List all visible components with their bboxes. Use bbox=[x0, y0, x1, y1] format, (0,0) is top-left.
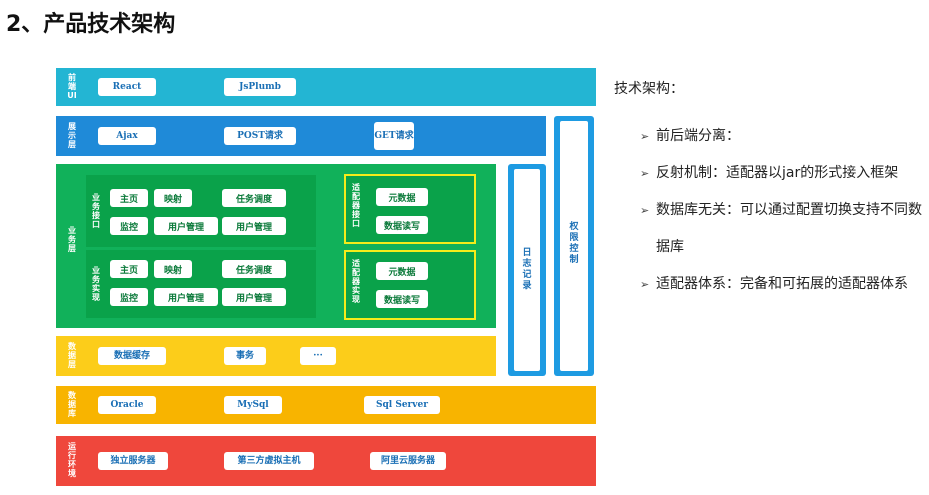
frontend-layer: 前端UI React JsPlumb bbox=[56, 68, 596, 106]
adapter-impl-block: 适配器实现 元数据 数据读写 bbox=[344, 250, 476, 320]
interface-home-chip: 主页 bbox=[110, 189, 148, 207]
post-request-chip: POST请求 bbox=[224, 127, 296, 145]
oracle-chip: Oracle bbox=[98, 396, 156, 414]
adapter-interface-label: 适配器接口 bbox=[352, 183, 360, 228]
mysql-chip: MySql bbox=[224, 396, 282, 414]
impl-mapping-chip: 映射 bbox=[154, 260, 192, 278]
bullet-text: 反射机制：适配器以jar的形式接入框架 bbox=[656, 165, 899, 181]
adapter-impl-metadata-chip: 元数据 bbox=[376, 262, 428, 280]
interface-user-mgmt-chip: 用户管理 bbox=[154, 217, 218, 235]
get-request-chip: GET请求 bbox=[374, 122, 414, 150]
bullet-item: ➢ 数据库无关：可以通过配置切换支持不同数据库 bbox=[640, 192, 925, 266]
log-column: 日志记录 bbox=[508, 164, 546, 376]
impl-user-mgmt-chip: 用户管理 bbox=[154, 288, 218, 306]
business-interface-block: 业务接口 主页 映射 任务调度 监控 用户管理 用户管理 bbox=[86, 175, 316, 247]
jsplumb-chip: JsPlumb bbox=[224, 78, 296, 96]
adapter-interface-block: 适配器接口 元数据 数据读写 bbox=[344, 174, 476, 244]
database-layer: 数据库 Oracle MySql Sql Server bbox=[56, 386, 596, 424]
permission-column-inner bbox=[560, 121, 588, 371]
data-layer: 数据层 数据缓存 事务 ··· bbox=[56, 336, 496, 376]
arch-heading: 技术架构： bbox=[614, 81, 684, 97]
bullet-text: 数据库无关：可以通过配置切换支持不同数据库 bbox=[656, 202, 922, 255]
impl-home-chip: 主页 bbox=[110, 260, 148, 278]
page-title: 2、产品技术架构 bbox=[6, 12, 176, 37]
frontend-layer-label: 前端UI bbox=[67, 73, 77, 100]
standalone-server-chip: 独立服务器 bbox=[98, 452, 168, 470]
arrow-icon: ➢ bbox=[640, 278, 650, 291]
react-chip: React bbox=[98, 78, 156, 96]
interface-monitor-chip: 监控 bbox=[110, 217, 148, 235]
arrow-icon: ➢ bbox=[640, 130, 650, 143]
business-impl-label: 业务实现 bbox=[92, 266, 100, 302]
interface-scheduler-chip: 任务调度 bbox=[222, 189, 286, 207]
bullet-text: 前后端分离： bbox=[656, 128, 740, 144]
adapter-impl-label: 适配器实现 bbox=[352, 259, 360, 304]
bullet-item: ➢ 前后端分离： bbox=[640, 118, 925, 155]
transaction-chip: 事务 bbox=[224, 347, 266, 365]
sqlserver-chip: Sql Server bbox=[364, 396, 440, 414]
ajax-chip: Ajax bbox=[98, 127, 156, 145]
display-layer-label: 展示层 bbox=[68, 122, 76, 149]
bullet-item: ➢ 反射机制：适配器以jar的形式接入框架 bbox=[640, 155, 925, 192]
database-layer-label: 数据库 bbox=[68, 391, 76, 418]
adapter-interface-readwrite-chip: 数据读写 bbox=[376, 216, 428, 234]
adapter-interface-metadata-chip: 元数据 bbox=[376, 188, 428, 206]
virtual-host-chip: 第三方虚拟主机 bbox=[224, 452, 314, 470]
more-chip: ··· bbox=[300, 347, 336, 365]
adapter-impl-readwrite-chip: 数据读写 bbox=[376, 290, 428, 308]
business-layer: 业务层 业务接口 主页 映射 任务调度 监控 用户管理 用户管理 业务实现 主页… bbox=[56, 164, 496, 328]
interface-mapping-chip: 映射 bbox=[154, 189, 192, 207]
impl-scheduler-chip: 任务调度 bbox=[222, 260, 286, 278]
arrow-icon: ➢ bbox=[640, 204, 650, 217]
interface-user-mgmt-chip-2: 用户管理 bbox=[222, 217, 286, 235]
runtime-layer-label: 运行环境 bbox=[68, 442, 76, 478]
display-layer: 展示层 Ajax POST请求 GET请求 bbox=[56, 116, 546, 156]
arrow-icon: ➢ bbox=[640, 167, 650, 180]
data-layer-label: 数据层 bbox=[68, 342, 76, 369]
bullet-text: 适配器体系：完备和可拓展的适配器体系 bbox=[656, 276, 908, 292]
runtime-layer: 运行环境 独立服务器 第三方虚拟主机 阿里云服务器 bbox=[56, 436, 596, 486]
aliyun-server-chip: 阿里云服务器 bbox=[370, 452, 446, 470]
data-cache-chip: 数据缓存 bbox=[98, 347, 166, 365]
permission-column: 权限控制 bbox=[554, 116, 594, 376]
impl-monitor-chip: 监控 bbox=[110, 288, 148, 306]
impl-user-mgmt-chip-2: 用户管理 bbox=[222, 288, 286, 306]
permission-column-label: 权限控制 bbox=[569, 222, 579, 265]
bullet-item: ➢ 适配器体系：完备和可拓展的适配器体系 bbox=[640, 266, 925, 303]
bullet-list: ➢ 前后端分离： ➢ 反射机制：适配器以jar的形式接入框架 ➢ 数据库无关：可以通过… bbox=[640, 118, 925, 303]
business-interface-label: 业务接口 bbox=[92, 193, 100, 229]
business-layer-label: 业务层 bbox=[68, 226, 76, 253]
business-impl-block: 业务实现 主页 映射 任务调度 监控 用户管理 用户管理 bbox=[86, 250, 316, 318]
log-column-inner bbox=[514, 169, 540, 371]
log-column-label: 日志记录 bbox=[522, 248, 532, 291]
